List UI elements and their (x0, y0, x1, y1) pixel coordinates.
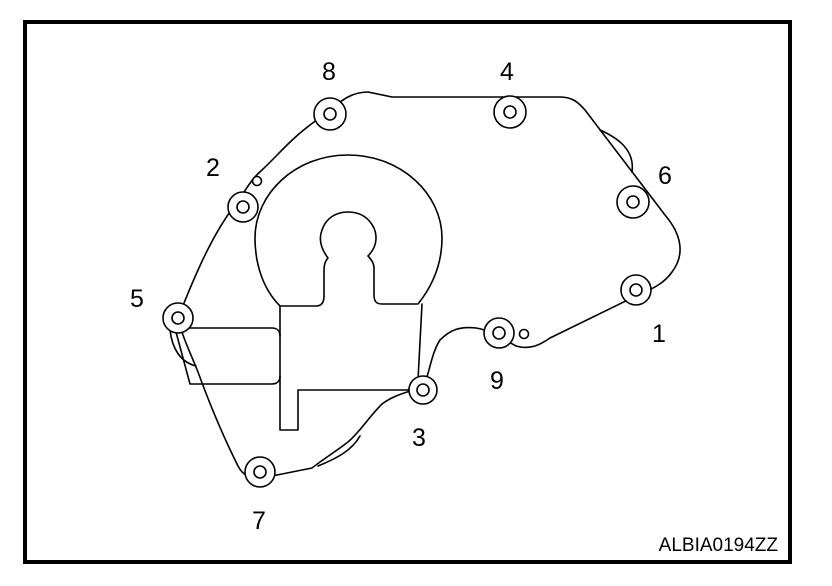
bolt-label-6: 6 (658, 162, 672, 190)
bolt-boss-8[interactable] (313, 97, 347, 131)
small-hole-right (518, 328, 530, 340)
cover-bulge-left (169, 329, 197, 367)
diagram-frame (23, 20, 792, 564)
bolt-label-9: 9 (490, 367, 504, 395)
cover-bulge-bottom (317, 435, 361, 467)
bolt-label-5: 5 (130, 285, 144, 313)
bolt-label-3: 3 (412, 424, 426, 452)
bolt-label-1: 1 (652, 320, 666, 348)
bolt-boss-2[interactable] (227, 191, 259, 223)
bolt-boss-7[interactable] (244, 456, 276, 488)
small-hole-left (251, 175, 263, 187)
bolt-label-4: 4 (500, 58, 514, 86)
bolt-label-7: 7 (252, 507, 266, 535)
left-bracket (175, 327, 281, 385)
bolt-boss-4[interactable] (493, 95, 527, 129)
bolt-label-2: 2 (206, 154, 220, 182)
bolt-boss-1[interactable] (620, 274, 652, 306)
inner-opening (254, 154, 443, 307)
bolt-boss-5[interactable] (162, 302, 194, 334)
lower-opening (279, 303, 423, 431)
cover-outline (177, 91, 681, 480)
bolt-boss-6[interactable] (616, 185, 650, 219)
reference-code: ALBIA0194ZZ (659, 535, 779, 556)
cover-bulge-right (599, 129, 634, 173)
bolt-boss-9[interactable] (483, 317, 515, 349)
bolt-label-8: 8 (322, 58, 336, 86)
bolt-boss-3[interactable] (408, 375, 438, 405)
